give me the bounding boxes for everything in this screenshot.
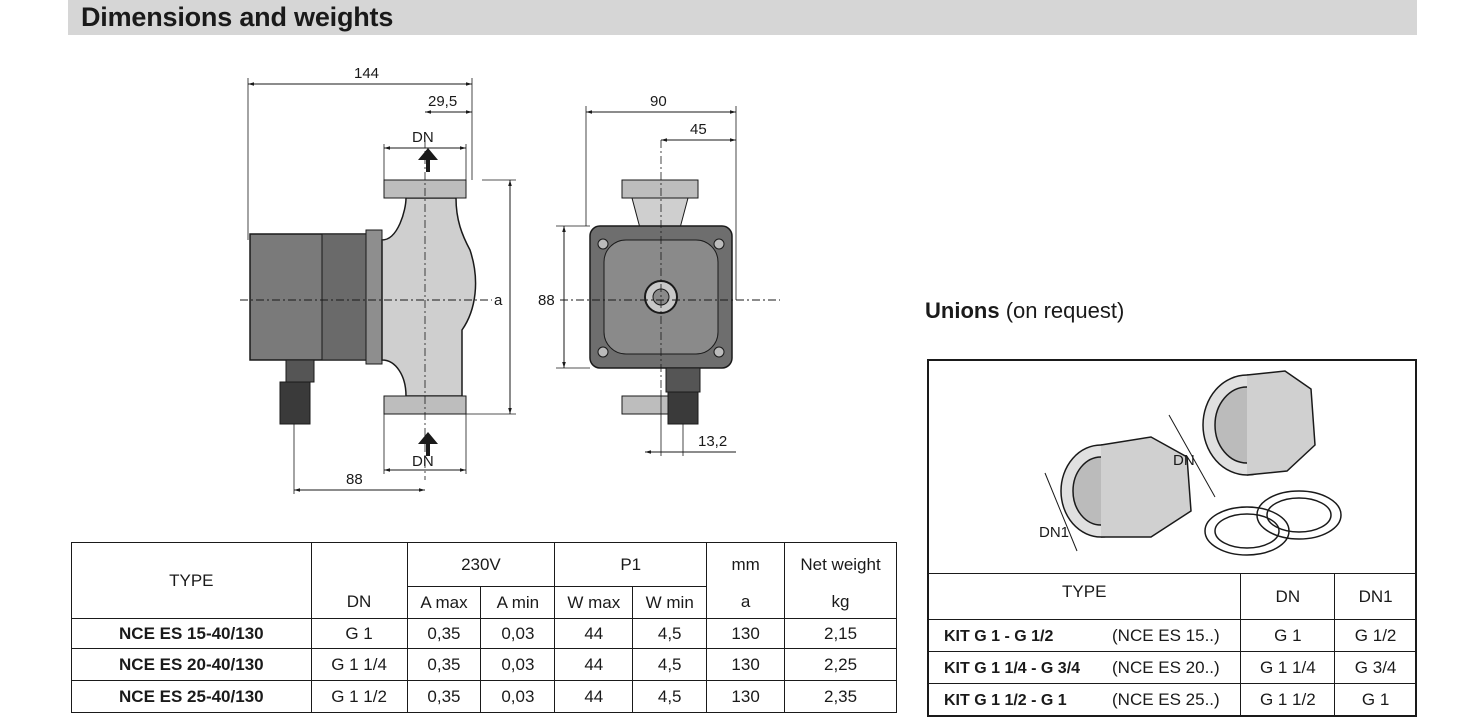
- unions-title: Unions (on request): [925, 298, 1124, 324]
- dim-144-label: 144: [354, 65, 379, 82]
- dim-88-side-label: 88: [538, 292, 555, 309]
- sub-wmin-header: W min: [632, 586, 708, 619]
- row-a: 130: [706, 648, 786, 681]
- dim-dn-top-label: DN: [412, 129, 434, 146]
- table-row: NCE ES 15-40/130 G 1 0,35 0,03 44 4,5 13…: [71, 618, 897, 649]
- unions-box: DN1 DN: [927, 359, 1417, 717]
- col-230v-header: 230V: [406, 542, 556, 587]
- table-row: KIT G 1 1/2 - G 1 (NCE ES 25..) G 1 1/2 G…: [926, 683, 1417, 716]
- unions-title-rest: (on request): [1005, 298, 1125, 323]
- spec-table: TYPE 230V P1 mm Net weight DN A max A mi…: [71, 542, 897, 713]
- dim-29-5-label: 29,5: [428, 93, 457, 110]
- sub-dn-header: DN: [310, 586, 408, 619]
- col-dn-spacer: [310, 542, 408, 587]
- union-dn-label: DN: [1173, 452, 1195, 469]
- row-type: NCE ES 15-40/130: [71, 618, 312, 649]
- kit-name: KIT G 1 - G 1/2: [944, 627, 1054, 645]
- sub-kg-header: kg: [784, 586, 897, 619]
- row-a: 130: [706, 680, 786, 713]
- dim-90-label: 90: [650, 93, 667, 110]
- kit-model: (NCE ES 15..): [1112, 625, 1220, 645]
- row-kg: 2,35: [784, 680, 897, 713]
- pump-side-view: [589, 179, 733, 425]
- unions-table: TYPE DN DN1 KIT G 1 - G 1/2 (NCE ES 15..)…: [926, 573, 1417, 716]
- section-header-bar: [68, 0, 1417, 35]
- dim-dn-bottom-label: DN: [412, 453, 434, 470]
- row-wmax: 44: [554, 680, 634, 713]
- kit-dn1: G 1: [1334, 683, 1417, 716]
- row-dn: G 1: [310, 618, 408, 649]
- dim-a-label: a: [494, 292, 503, 309]
- col-net-weight-header: Net weight: [784, 542, 897, 587]
- kit-dn1: G 3/4: [1334, 651, 1417, 684]
- sub-wmax-header: W max: [554, 586, 634, 619]
- row-a: 130: [706, 618, 786, 649]
- dim-13-2-label: 13,2: [698, 433, 727, 450]
- kit-name: KIT G 1 1/2 - G 1: [944, 691, 1067, 709]
- kit-cell: KIT G 1 - G 1/2 (NCE ES 15..): [926, 619, 1242, 652]
- row-amin: 0,03: [480, 618, 556, 649]
- table-row: KIT G 1 - G 1/2 (NCE ES 15..) G 1 G 1/2: [926, 619, 1417, 652]
- table-row: NCE ES 25-40/130 G 1 1/2 0,35 0,03 44 4,…: [71, 680, 897, 713]
- kit-dn1: G 1/2: [1334, 619, 1417, 652]
- row-amin: 0,03: [480, 648, 556, 681]
- row-wmin: 4,5: [632, 680, 708, 713]
- kit-model: (NCE ES 25..): [1112, 689, 1220, 709]
- section-title: Dimensions and weights: [81, 2, 394, 32]
- spec-table-header-row: TYPE 230V P1 mm Net weight: [71, 542, 897, 619]
- unions-col-dn1-header: DN1: [1334, 573, 1417, 620]
- kit-cell: KIT G 1 1/4 - G 3/4 (NCE ES 20..): [926, 651, 1242, 684]
- kit-dn: G 1: [1240, 619, 1336, 652]
- row-wmin: 4,5: [632, 618, 708, 649]
- kit-dn: G 1 1/4: [1240, 651, 1336, 684]
- union-dn1-label: DN1: [1039, 524, 1069, 541]
- kit-name: KIT G 1 1/4 - G 3/4: [944, 659, 1081, 677]
- pump-dimension-drawing: 144 29,5 DN DN 88 a 88 90 45 13,2: [240, 65, 780, 494]
- row-dn: G 1 1/2: [310, 680, 408, 713]
- col-type-header: TYPE: [71, 542, 312, 619]
- dim-45-label: 45: [690, 121, 707, 138]
- dim-88-bottom-label: 88: [346, 471, 363, 488]
- row-kg: 2,25: [784, 648, 897, 681]
- table-row: NCE ES 20-40/130 G 1 1/4 0,35 0,03 44 4,…: [71, 648, 897, 681]
- row-amin: 0,03: [480, 680, 556, 713]
- row-type: NCE ES 20-40/130: [71, 648, 312, 681]
- kit-cell: KIT G 1 1/2 - G 1 (NCE ES 25..): [926, 683, 1242, 716]
- row-kg: 2,15: [784, 618, 897, 649]
- unions-table-header-row: TYPE DN DN1: [926, 573, 1417, 620]
- unions-title-bold: Unions: [925, 298, 1000, 323]
- sub-amin-header: A min: [480, 586, 556, 619]
- kit-model: (NCE ES 20..): [1112, 657, 1220, 677]
- pump-front-view: [249, 148, 477, 456]
- row-type: NCE ES 25-40/130: [71, 680, 312, 713]
- col-p1-header: P1: [554, 542, 708, 587]
- col-mm-header: mm: [706, 542, 786, 587]
- row-dn: G 1 1/4: [310, 648, 408, 681]
- unions-col-dn-header: DN: [1240, 573, 1336, 620]
- table-row: KIT G 1 1/4 - G 3/4 (NCE ES 20..) G 1 1/4…: [926, 651, 1417, 684]
- row-wmin: 4,5: [632, 648, 708, 681]
- row-amax: 0,35: [406, 618, 482, 649]
- row-amax: 0,35: [406, 680, 482, 713]
- unions-illustration: DN1 DN: [1039, 370, 1342, 556]
- sub-a-header: a: [706, 586, 786, 619]
- row-amax: 0,35: [406, 648, 482, 681]
- kit-dn: G 1 1/2: [1240, 683, 1336, 716]
- spec-table-subheader-row: DN A max A min W max W min a kg: [72, 586, 897, 619]
- sub-amax-header: A max: [406, 586, 482, 619]
- row-wmax: 44: [554, 618, 634, 649]
- unions-col-type-header: TYPE: [926, 573, 1242, 620]
- row-wmax: 44: [554, 648, 634, 681]
